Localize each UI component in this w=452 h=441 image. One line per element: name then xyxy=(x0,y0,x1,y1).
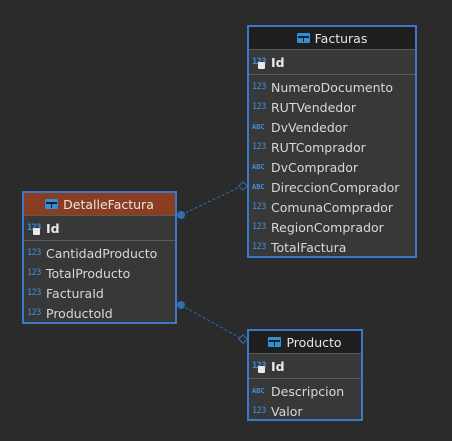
column-name: ComunaComprador xyxy=(271,199,394,215)
column-name: TotalFactura xyxy=(271,239,347,255)
entity-title: DetalleFactura xyxy=(63,196,154,212)
numeric-type-icon: 123 xyxy=(252,242,266,252)
column-row[interactable]: 123 ComunaComprador xyxy=(249,197,415,217)
column-name: Descripcion xyxy=(271,383,345,399)
column-name: CantidadProducto xyxy=(46,245,158,261)
column-row[interactable]: ABC DvComprador xyxy=(249,157,415,177)
column-name: NumeroDocumento xyxy=(271,79,394,95)
column-row[interactable]: 123 CantidadProducto xyxy=(24,243,175,263)
entity-detalle-factura[interactable]: DetalleFactura 123 Id 123CantidadProduct… xyxy=(22,191,177,324)
numeric-type-icon: 123 xyxy=(27,223,46,235)
column-name: RegionComprador xyxy=(271,219,384,235)
column-row[interactable]: ABC DireccionComprador xyxy=(249,177,415,197)
link-detalle-facturas-target-diamond xyxy=(238,181,248,191)
column-name: Id xyxy=(271,358,285,374)
numeric-type-icon: 123 xyxy=(27,308,41,318)
column-name: RUTComprador xyxy=(271,139,366,155)
column-row[interactable]: 123 ProductoId xyxy=(24,303,175,323)
text-type-icon: ABC xyxy=(252,163,265,171)
column-name: Id xyxy=(271,54,285,70)
numeric-type-icon: 123 xyxy=(252,222,266,232)
numeric-type-icon: 123 xyxy=(27,288,41,298)
table-icon xyxy=(296,33,310,43)
column-row[interactable]: ABC Descripcion xyxy=(249,381,361,401)
column-row[interactable]: 123 NumeroDocumento xyxy=(249,77,415,97)
table-icon xyxy=(268,337,282,347)
numeric-type-icon: 123 xyxy=(252,142,266,152)
text-type-icon: ABC xyxy=(252,387,265,395)
column-row[interactable]: 123 FacturaId xyxy=(24,283,175,303)
numeric-type-icon: 123 xyxy=(252,102,266,112)
column-row[interactable]: 123 RUTVendedor xyxy=(249,97,415,117)
column-row[interactable]: 123 RegionComprador xyxy=(249,217,415,237)
key-icon xyxy=(258,366,265,373)
primary-key-row[interactable]: 123 Id xyxy=(249,354,361,379)
column-row[interactable]: 123 Valor xyxy=(249,401,361,421)
numeric-type-icon: 123 xyxy=(252,406,266,416)
column-name: RUTVendedor xyxy=(271,99,357,115)
column-name: Id xyxy=(46,220,60,236)
numeric-type-icon: 123 xyxy=(252,57,271,69)
column-name: TotalProducto xyxy=(46,265,131,281)
numeric-type-icon: 123 xyxy=(27,268,41,278)
entity-title: Producto xyxy=(286,334,342,350)
column-row[interactable]: 123 RUTComprador xyxy=(249,137,415,157)
column-row[interactable]: 123 TotalProducto xyxy=(24,263,175,283)
text-type-icon: ABC xyxy=(252,183,265,191)
key-icon xyxy=(258,62,265,69)
link-detalle-facturas-source-dot xyxy=(177,211,185,219)
table-icon xyxy=(45,199,59,209)
entity-title: Facturas xyxy=(314,30,368,46)
entity-header[interactable]: DetalleFactura xyxy=(24,193,175,216)
column-name: DireccionComprador xyxy=(271,179,400,195)
column-name: DvComprador xyxy=(271,159,359,175)
link-detalle-producto-target-diamond xyxy=(238,334,248,344)
column-name: FacturaId xyxy=(46,285,104,301)
numeric-type-icon: 123 xyxy=(252,361,271,373)
entity-header[interactable]: Facturas xyxy=(249,27,415,50)
key-icon xyxy=(33,228,40,235)
primary-key-row[interactable]: 123 Id xyxy=(249,50,415,75)
text-type-icon: ABC xyxy=(252,123,265,131)
numeric-type-icon: 123 xyxy=(252,202,266,212)
primary-key-row[interactable]: 123 Id xyxy=(24,216,175,241)
column-name: ProductoId xyxy=(46,305,113,321)
column-row[interactable]: 123 TotalFactura xyxy=(249,237,415,257)
numeric-type-icon: 123 xyxy=(252,82,266,92)
link-detalle-producto xyxy=(180,304,243,340)
link-detalle-facturas xyxy=(180,185,243,216)
entity-header[interactable]: Producto xyxy=(249,331,361,354)
numeric-type-icon: 123 xyxy=(27,248,41,258)
column-name: DvVendedor xyxy=(271,119,348,135)
column-name: Valor xyxy=(271,403,303,419)
column-row[interactable]: ABC DvVendedor xyxy=(249,117,415,137)
link-detalle-producto-source-dot xyxy=(177,301,185,309)
